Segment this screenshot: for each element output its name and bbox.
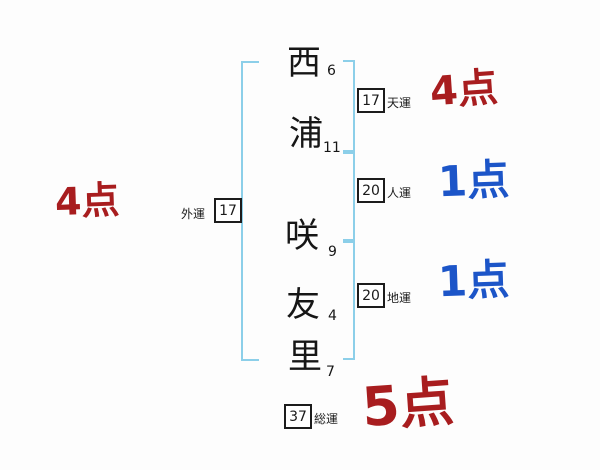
- chiun-label: 地運: [387, 291, 412, 305]
- gaiun-label: 外運: [181, 207, 206, 221]
- jinun-label: 人運: [387, 186, 412, 200]
- tenun-bracket: [343, 60, 355, 152]
- name-char-5: 里: [288, 337, 322, 377]
- stroke-count-5: 7: [326, 364, 335, 380]
- souun-value-box: 37: [284, 404, 312, 429]
- chiun-bracket: [343, 241, 355, 360]
- stroke-count-2: 11: [323, 140, 341, 156]
- chiun-value-box: 20: [357, 283, 385, 308]
- gaiun-score: 4点: [54, 177, 121, 225]
- stroke-count-4: 4: [328, 308, 337, 324]
- tenun-label: 天運: [387, 96, 412, 110]
- name-char-1: 西: [287, 43, 321, 83]
- name-char-2: 浦: [289, 114, 323, 154]
- souun-score: 5点: [359, 369, 456, 440]
- jinun-bracket: [343, 152, 355, 241]
- gaiun-value-box: 17: [214, 198, 242, 223]
- jinun-score: 1点: [437, 154, 511, 207]
- name-char-4: 友: [286, 285, 320, 325]
- chiun-score: 1点: [437, 254, 511, 307]
- stroke-count-3: 9: [328, 244, 337, 260]
- souun-label: 総運: [314, 412, 339, 426]
- gaiun-bracket: [241, 61, 259, 361]
- name-char-3: 咲: [285, 216, 319, 256]
- stroke-count-1: 6: [327, 63, 336, 79]
- tenun-value-box: 17: [357, 88, 385, 113]
- jinun-value-box: 20: [357, 178, 385, 203]
- tenun-score: 4点: [428, 64, 500, 116]
